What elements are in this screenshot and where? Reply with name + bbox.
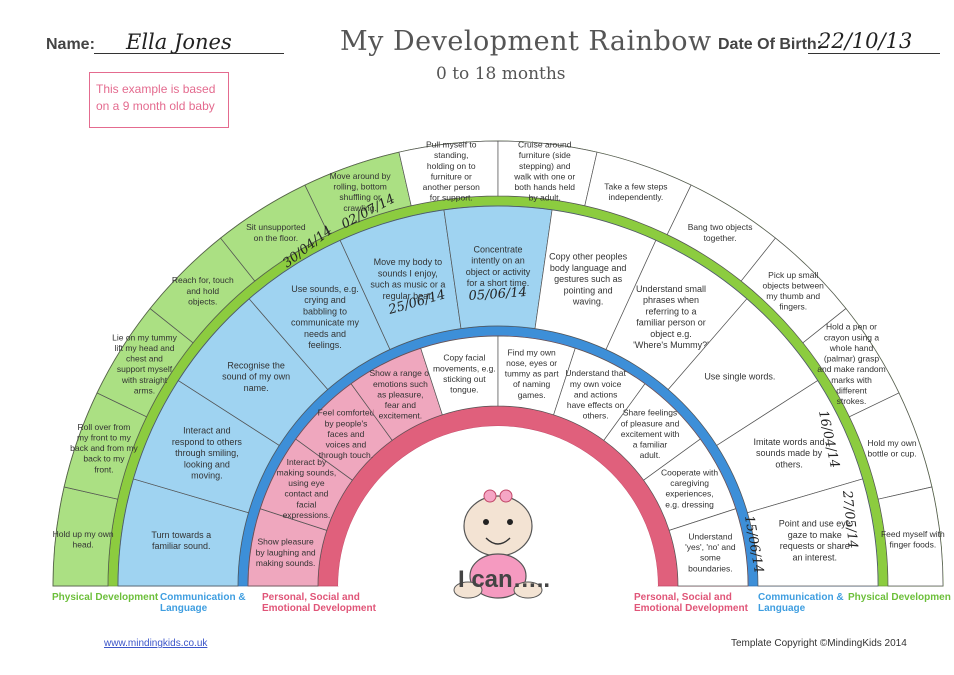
name-underline [94,53,284,54]
page-subtitle: 0 to 18 months [436,64,566,84]
personal-milestone-segment [668,508,749,587]
page-title: My Development Rainbow [340,26,712,57]
legend-personal-right-2: Emotional Development [634,603,748,614]
name-label: Name: [46,36,95,53]
baby-eye-left [483,519,489,525]
dob-label: Date Of Birth: [718,36,822,53]
baby-smile [485,537,511,545]
legend-communication-left-2: Language [160,603,208,614]
date-physical-right-2: 27/05/14 [839,489,860,550]
legend-personal-right-1: Personal, Social and [634,592,732,603]
example-note-text: This example is based on a 9 month old b… [96,82,216,113]
baby-bow-right [499,489,513,503]
baby-body [469,553,527,599]
legend-communication-right-1: Communication & [758,592,844,603]
communication-milestone-segment [747,478,879,587]
dob-value: 22/10/13 [818,29,913,53]
physical-milestone-segment [877,486,944,587]
baby-eye-right [507,519,513,525]
legend-personal-left-1: Personal, Social and [262,592,360,603]
name-value: Ella Jones [126,30,232,54]
legend-communication-right-2: Language [758,603,806,614]
date-communication-2: 05/06/14 [468,285,527,304]
dob-underline [808,53,940,54]
legend-communication-left-1: Communication & [160,592,246,603]
center-i-can: I can….. [458,566,551,593]
baby-icon [453,489,543,599]
example-note-box: This example is based on a 9 month old b… [89,72,229,128]
communication-milestone-label: Use single words. [704,372,775,382]
legend-physical-left: Physical Development [52,592,159,603]
legend-physical-right: Physical Developmen [848,592,951,603]
baby-foot-left [453,581,483,599]
baby-head [463,495,533,557]
footer-copyright: Template Copyright ©MindingKids 2014 [731,638,907,649]
footer-website-link[interactable]: www.mindingkids.co.uk [104,638,208,649]
legend-personal-left-2: Emotional Development [262,603,376,614]
baby-foot-right [513,581,543,599]
baby-bow-left [483,489,497,503]
